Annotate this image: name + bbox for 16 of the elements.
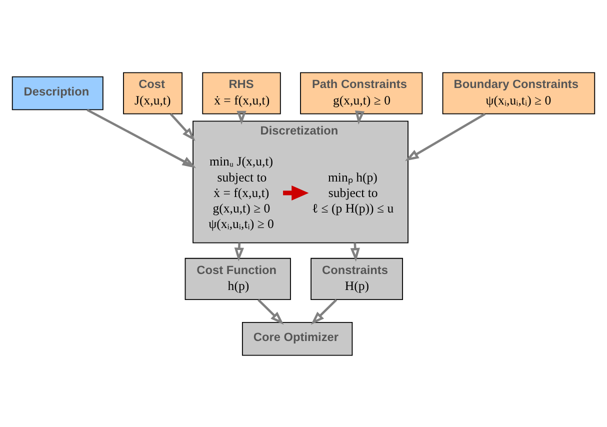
arrow — [310, 298, 338, 324]
arrow — [355, 110, 365, 124]
arrow — [283, 184, 309, 200]
node-box: Boundary Constraints ψ(xᵢ,uᵢ,tᵢ) ≥ 0 — [442, 72, 596, 114]
node-text: minₚ h(p) subject to ℓ ≤ (p H(p)) ≤ u — [312, 170, 394, 215]
node-box: Description — [12, 76, 104, 110]
arrow — [236, 110, 246, 124]
arrow — [405, 112, 486, 160]
node-text: minᵤ J(x,u,t) subject to ẋ = f(x,u,t) g(x,u,t) ≥ 0 ψ(xᵢ,uᵢ,tᵢ) ≥ 0 — [208, 154, 274, 230]
node-box: Constraints H(p) — [310, 257, 403, 300]
arrow — [86, 108, 196, 168]
node-box: Cost Function h(p) — [184, 257, 291, 300]
node-box: Core Optimizer — [242, 321, 353, 356]
node-box: Cost J(x,u,t) — [123, 72, 183, 114]
arrow — [170, 112, 196, 141]
arrow — [258, 298, 284, 324]
